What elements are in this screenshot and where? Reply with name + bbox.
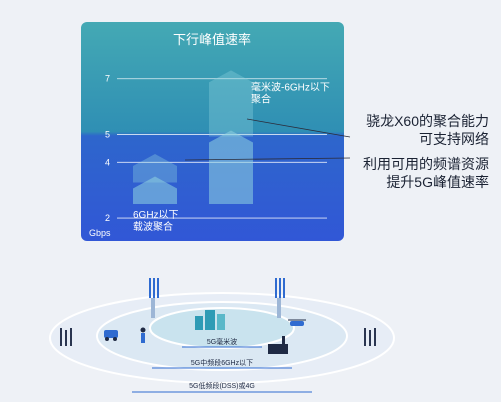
ring-label-mmwave: 5G毫米波 — [207, 337, 237, 346]
bar-segment — [133, 153, 177, 183]
person-icon — [140, 327, 146, 343]
y-tick-label: 7 — [105, 74, 110, 84]
bar-segment — [133, 176, 177, 204]
tower-icon — [149, 278, 159, 318]
callout-1-line-1: 骁龙X60的聚合能力 — [366, 113, 489, 129]
chart-panel: 下行峰值速率 2 4 5 7 6GHz以下载波聚合 毫米波-6GHz以下聚合 Gbps — [81, 22, 344, 241]
callout-2: 利用可用的频谱资源 提升5G峰值速率 — [363, 155, 489, 191]
drone-icon — [288, 319, 306, 326]
bar-1 — [133, 153, 177, 204]
bar-2 — [209, 70, 253, 204]
bar-segment — [209, 130, 253, 204]
ring-label-mid-band: 5G中频段6GHz以下 — [191, 358, 253, 367]
bar-label: 聚合 — [251, 92, 271, 105]
antenna-icon — [364, 328, 376, 346]
bar-segment — [209, 70, 253, 137]
car-icon — [104, 330, 118, 341]
y-tick-label: 4 — [105, 157, 110, 167]
y-unit-label: Gbps — [89, 228, 111, 238]
y-tick-label: 5 — [105, 129, 110, 139]
callout-1: 骁龙X60的聚合能力 可支持网络 — [366, 112, 489, 148]
antenna-icon — [60, 328, 72, 346]
factory-icon — [268, 336, 288, 354]
chart-title: 下行峰值速率 — [173, 32, 251, 47]
callout-1-line-2: 可支持网络 — [419, 131, 489, 147]
network-diagram: 5G毫米波 5G中频段6GHz以下 5G低频段(DSS)或4G — [49, 278, 395, 393]
y-tick-label: 2 — [105, 213, 110, 223]
bar-label: 6GHz以下 — [133, 210, 179, 221]
callout-2-line-1: 利用可用的频谱资源 — [363, 156, 489, 172]
tower-icon — [275, 278, 285, 318]
city-icon — [195, 310, 225, 330]
bar-label: 载波聚合 — [133, 220, 173, 233]
ring-label-low-band: 5G低频段(DSS)或4G — [189, 381, 255, 390]
callout-2-line-2: 提升5G峰值速率 — [386, 174, 489, 190]
bar-label: 毫米波-6GHz以下 — [251, 80, 330, 93]
